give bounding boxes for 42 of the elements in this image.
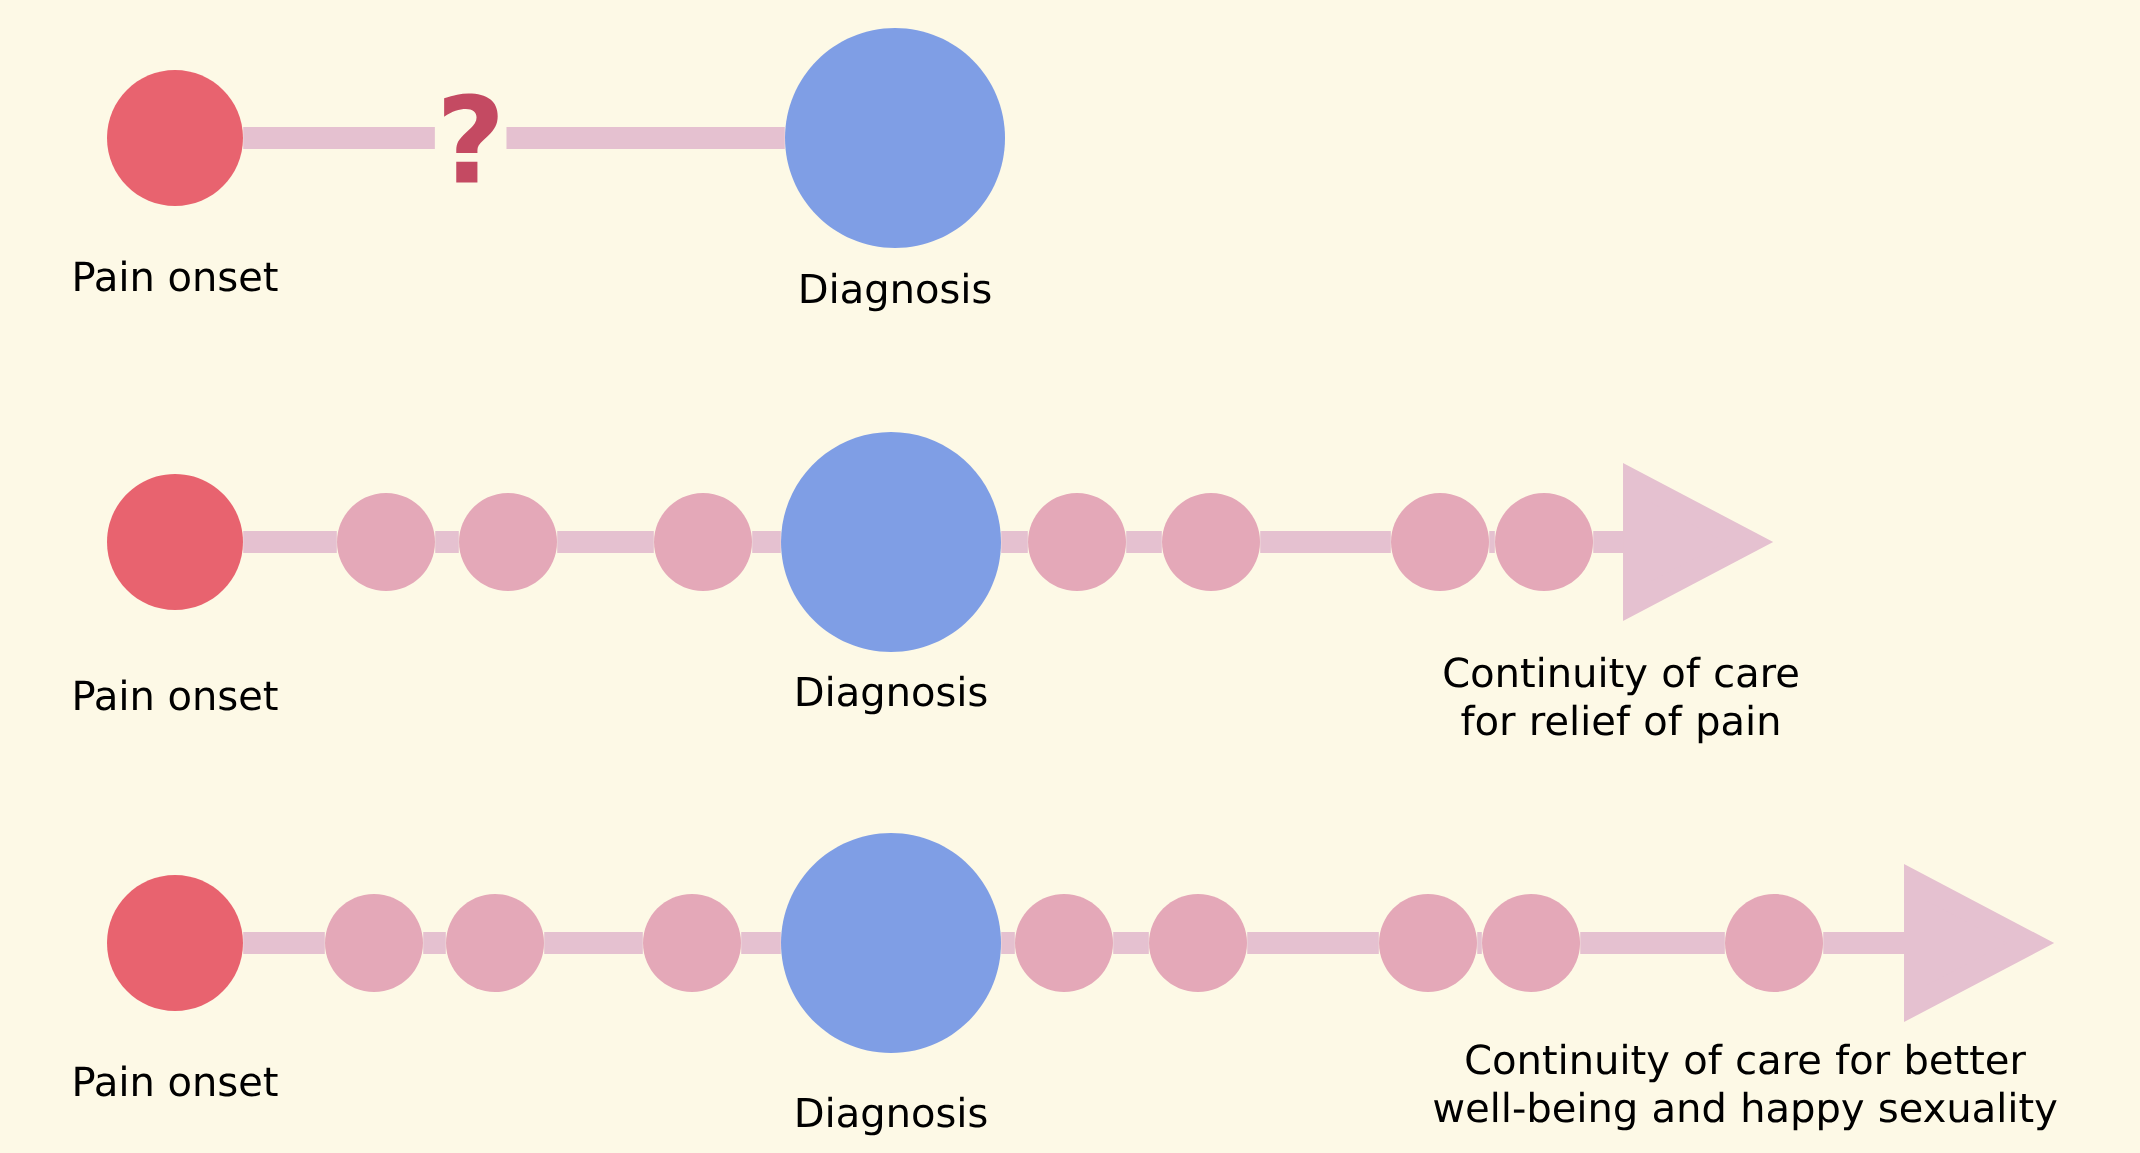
connector-line (1260, 531, 1391, 553)
care-visit-dot (1015, 894, 1113, 992)
connector-line (1477, 932, 1482, 954)
connector-line (243, 127, 785, 149)
care-visit-dot (643, 894, 741, 992)
connector-line (1580, 932, 1725, 954)
connector-line (557, 531, 654, 553)
care-visit-dot (1495, 493, 1594, 591)
question-mark: ? (434, 92, 507, 184)
care-visit-dot (1725, 894, 1824, 992)
connector-line (752, 531, 781, 553)
connector-line (1001, 531, 1028, 553)
connector-line (544, 932, 643, 954)
node-label: Pain onset (75, 1065, 278, 1097)
connector-line (1489, 531, 1495, 553)
connector-line (1247, 932, 1379, 954)
connector-line (1001, 932, 1015, 954)
connector-line (243, 531, 337, 553)
care-visit-dot (654, 493, 752, 591)
connector-line (435, 531, 459, 553)
care-visit-dot (1149, 894, 1247, 992)
care-visit-dot (1028, 493, 1126, 591)
node-label: Diagnosis (801, 272, 991, 312)
care-visit-dot (325, 894, 423, 992)
care-visit-dot (459, 493, 557, 591)
care-visit-dot (1379, 894, 1477, 992)
node-label: Pain onset (75, 260, 278, 292)
care-visit-dot (337, 493, 435, 591)
connector-line (1126, 531, 1162, 553)
caption-text: Continuity of care for better well-being and happy sexuality (1434, 1043, 2057, 1131)
connector-line (1113, 932, 1149, 954)
care-visit-dot (1482, 894, 1580, 992)
connector-line (423, 932, 446, 954)
node-label: Diagnosis (797, 675, 987, 715)
node-label: Pain onset (75, 679, 278, 711)
care-visit-dot (446, 894, 544, 992)
connector-line (741, 932, 781, 954)
node-label: Diagnosis (797, 1096, 987, 1136)
care-visit-dot (1162, 493, 1260, 591)
connector-line (243, 932, 325, 954)
care-visit-dot (1391, 493, 1489, 591)
caption-text: Continuity of care for relief of pain (1444, 656, 1798, 744)
